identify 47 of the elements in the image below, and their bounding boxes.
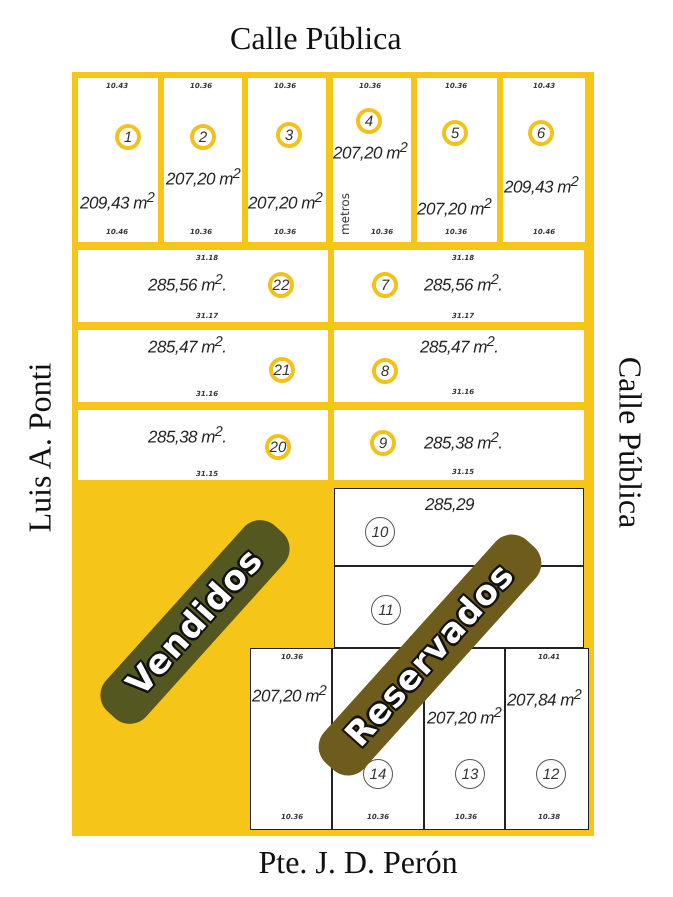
lot-parcel — [503, 78, 585, 242]
area-label: 285,47 m$^{2}$. — [420, 334, 498, 358]
lot-number: 3 — [276, 122, 302, 148]
lot-parcel — [334, 250, 584, 322]
lot-number: 12 — [536, 759, 566, 789]
lot-number: 22 — [268, 272, 294, 298]
lot-number: 4 — [356, 108, 382, 134]
lot-parcel — [333, 78, 411, 242]
lot-number: 13 — [455, 759, 485, 789]
area-label: 285,47 m$^{2}$. — [148, 334, 226, 358]
area-label: 285,29 — [425, 495, 474, 515]
lot-number: 6 — [528, 120, 554, 146]
lot-number: 9 — [370, 430, 396, 456]
street-name: Luis A. Ponti — [21, 362, 58, 532]
street-name: Calle Pública — [611, 356, 648, 528]
lot-parcel — [417, 78, 497, 242]
lot-parcel — [164, 78, 242, 242]
lot-number: 7 — [372, 272, 398, 298]
area-label: 209,43 m$^{2}$ — [504, 174, 578, 198]
lot-parcel — [334, 488, 584, 566]
lot-parcel — [334, 410, 584, 480]
area-label: 285,56 m$^{2}$. — [148, 272, 226, 296]
area-label: 285,56 m$^{2}$. — [424, 272, 502, 296]
lot-number: 14 — [363, 759, 393, 789]
lot-parcel — [78, 78, 158, 242]
area-label: 285,38 m$^{2}$. — [148, 424, 226, 448]
lot-number: 21 — [269, 357, 295, 383]
area-label: 207,20 m$^{2}$ — [166, 166, 240, 190]
area-label: 207,20 m$^{2}$ — [333, 140, 408, 164]
measure-note: metros — [338, 192, 352, 236]
lot-number: 2 — [190, 124, 216, 150]
lot-parcel — [78, 250, 328, 322]
lot-number: 10 — [365, 517, 395, 547]
lot-parcel — [248, 78, 326, 242]
lot-number: 20 — [265, 434, 291, 460]
lot-number: 5 — [442, 120, 468, 146]
street-name: Calle Pública — [230, 20, 402, 56]
lot-parcel — [334, 330, 584, 402]
lot-parcel — [78, 410, 328, 480]
area-label: 207,20 m$^{2}$ — [248, 190, 322, 214]
street-name: Pte. J. D. Perón — [258, 844, 458, 880]
lot-parcel — [78, 330, 328, 402]
area-label: 207,20 m$^{2}$ — [417, 196, 492, 220]
area-label: 285,38 m$^{2}$. — [424, 430, 502, 454]
lot-number: 8 — [372, 358, 398, 384]
area-label: 209,43 m$^{2}$ — [80, 190, 154, 214]
lot-number: 1 — [115, 124, 141, 150]
